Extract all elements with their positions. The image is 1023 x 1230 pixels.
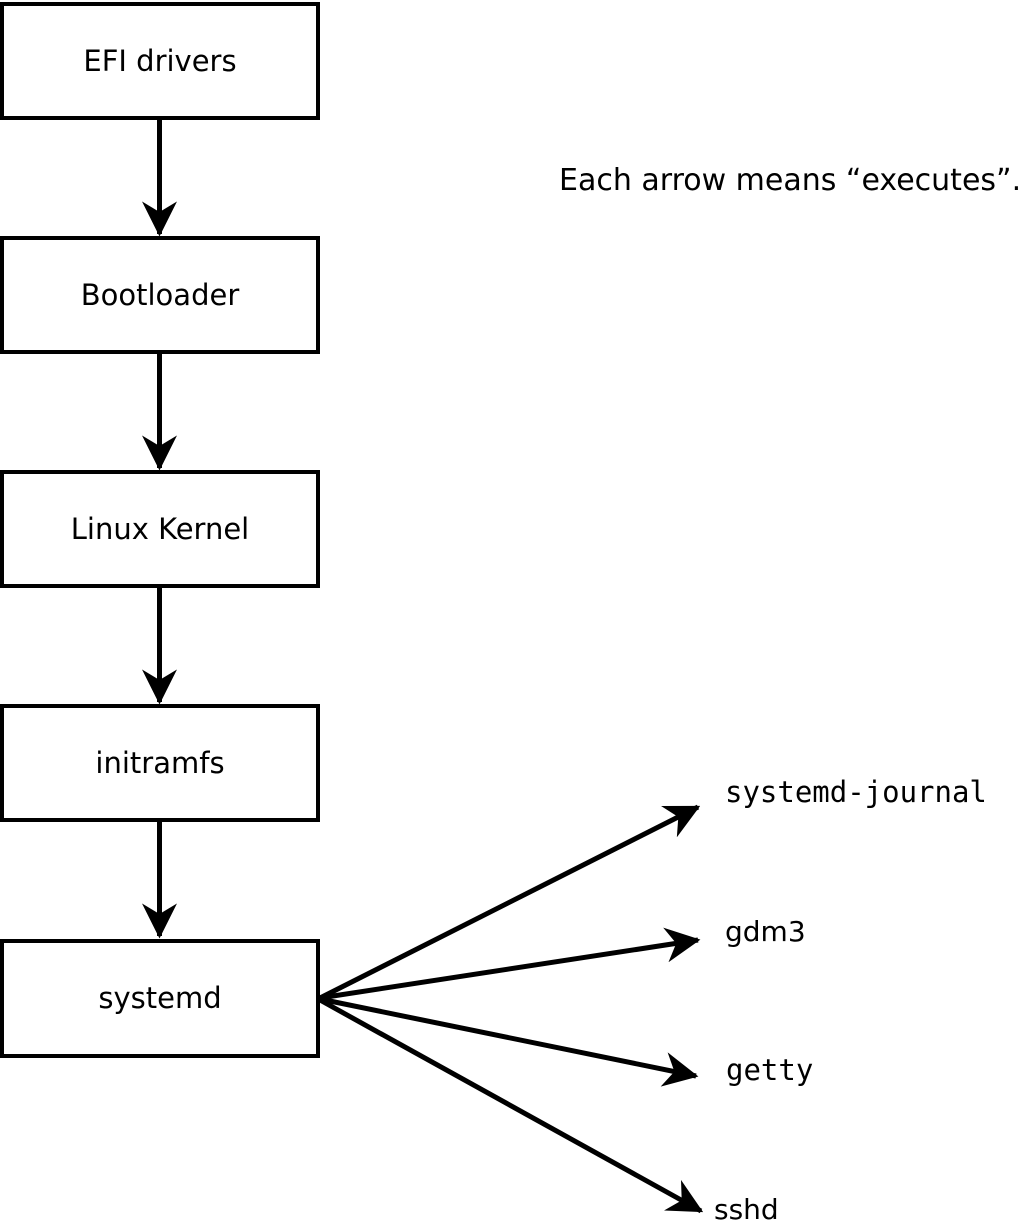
- executes-arrow-systemd-to-getty: [319, 996, 699, 1087]
- node-systemd-label: systemd: [98, 981, 222, 1015]
- label-gdm3: gdm3: [725, 915, 806, 948]
- label-sshd: sshd: [714, 1193, 779, 1226]
- node-efi-drivers-label: EFI drivers: [83, 43, 237, 78]
- node-linux-kernel: Linux Kernel: [0, 470, 320, 588]
- node-systemd: systemd: [0, 939, 320, 1058]
- node-linux-kernel-label: Linux Kernel: [70, 511, 250, 546]
- node-efi-drivers: EFI drivers: [0, 2, 320, 120]
- executes-arrow-systemd-to-journal: [318, 804, 701, 1001]
- node-initramfs-label: initramfs: [95, 745, 225, 780]
- node-bootloader: Bootloader: [0, 236, 320, 354]
- node-initramfs: initramfs: [0, 704, 320, 822]
- node-bootloader-label: Bootloader: [80, 277, 240, 312]
- executes-arrow-systemd-to-gdm3: [319, 927, 701, 1001]
- executes-arrow-systemd-to-sshd: [318, 997, 704, 1214]
- label-getty: getty: [726, 1053, 814, 1087]
- label-systemd-journal: systemd-journal: [725, 775, 987, 809]
- arrow-meaning-note: Each arrow means “executes”.: [559, 163, 1022, 198]
